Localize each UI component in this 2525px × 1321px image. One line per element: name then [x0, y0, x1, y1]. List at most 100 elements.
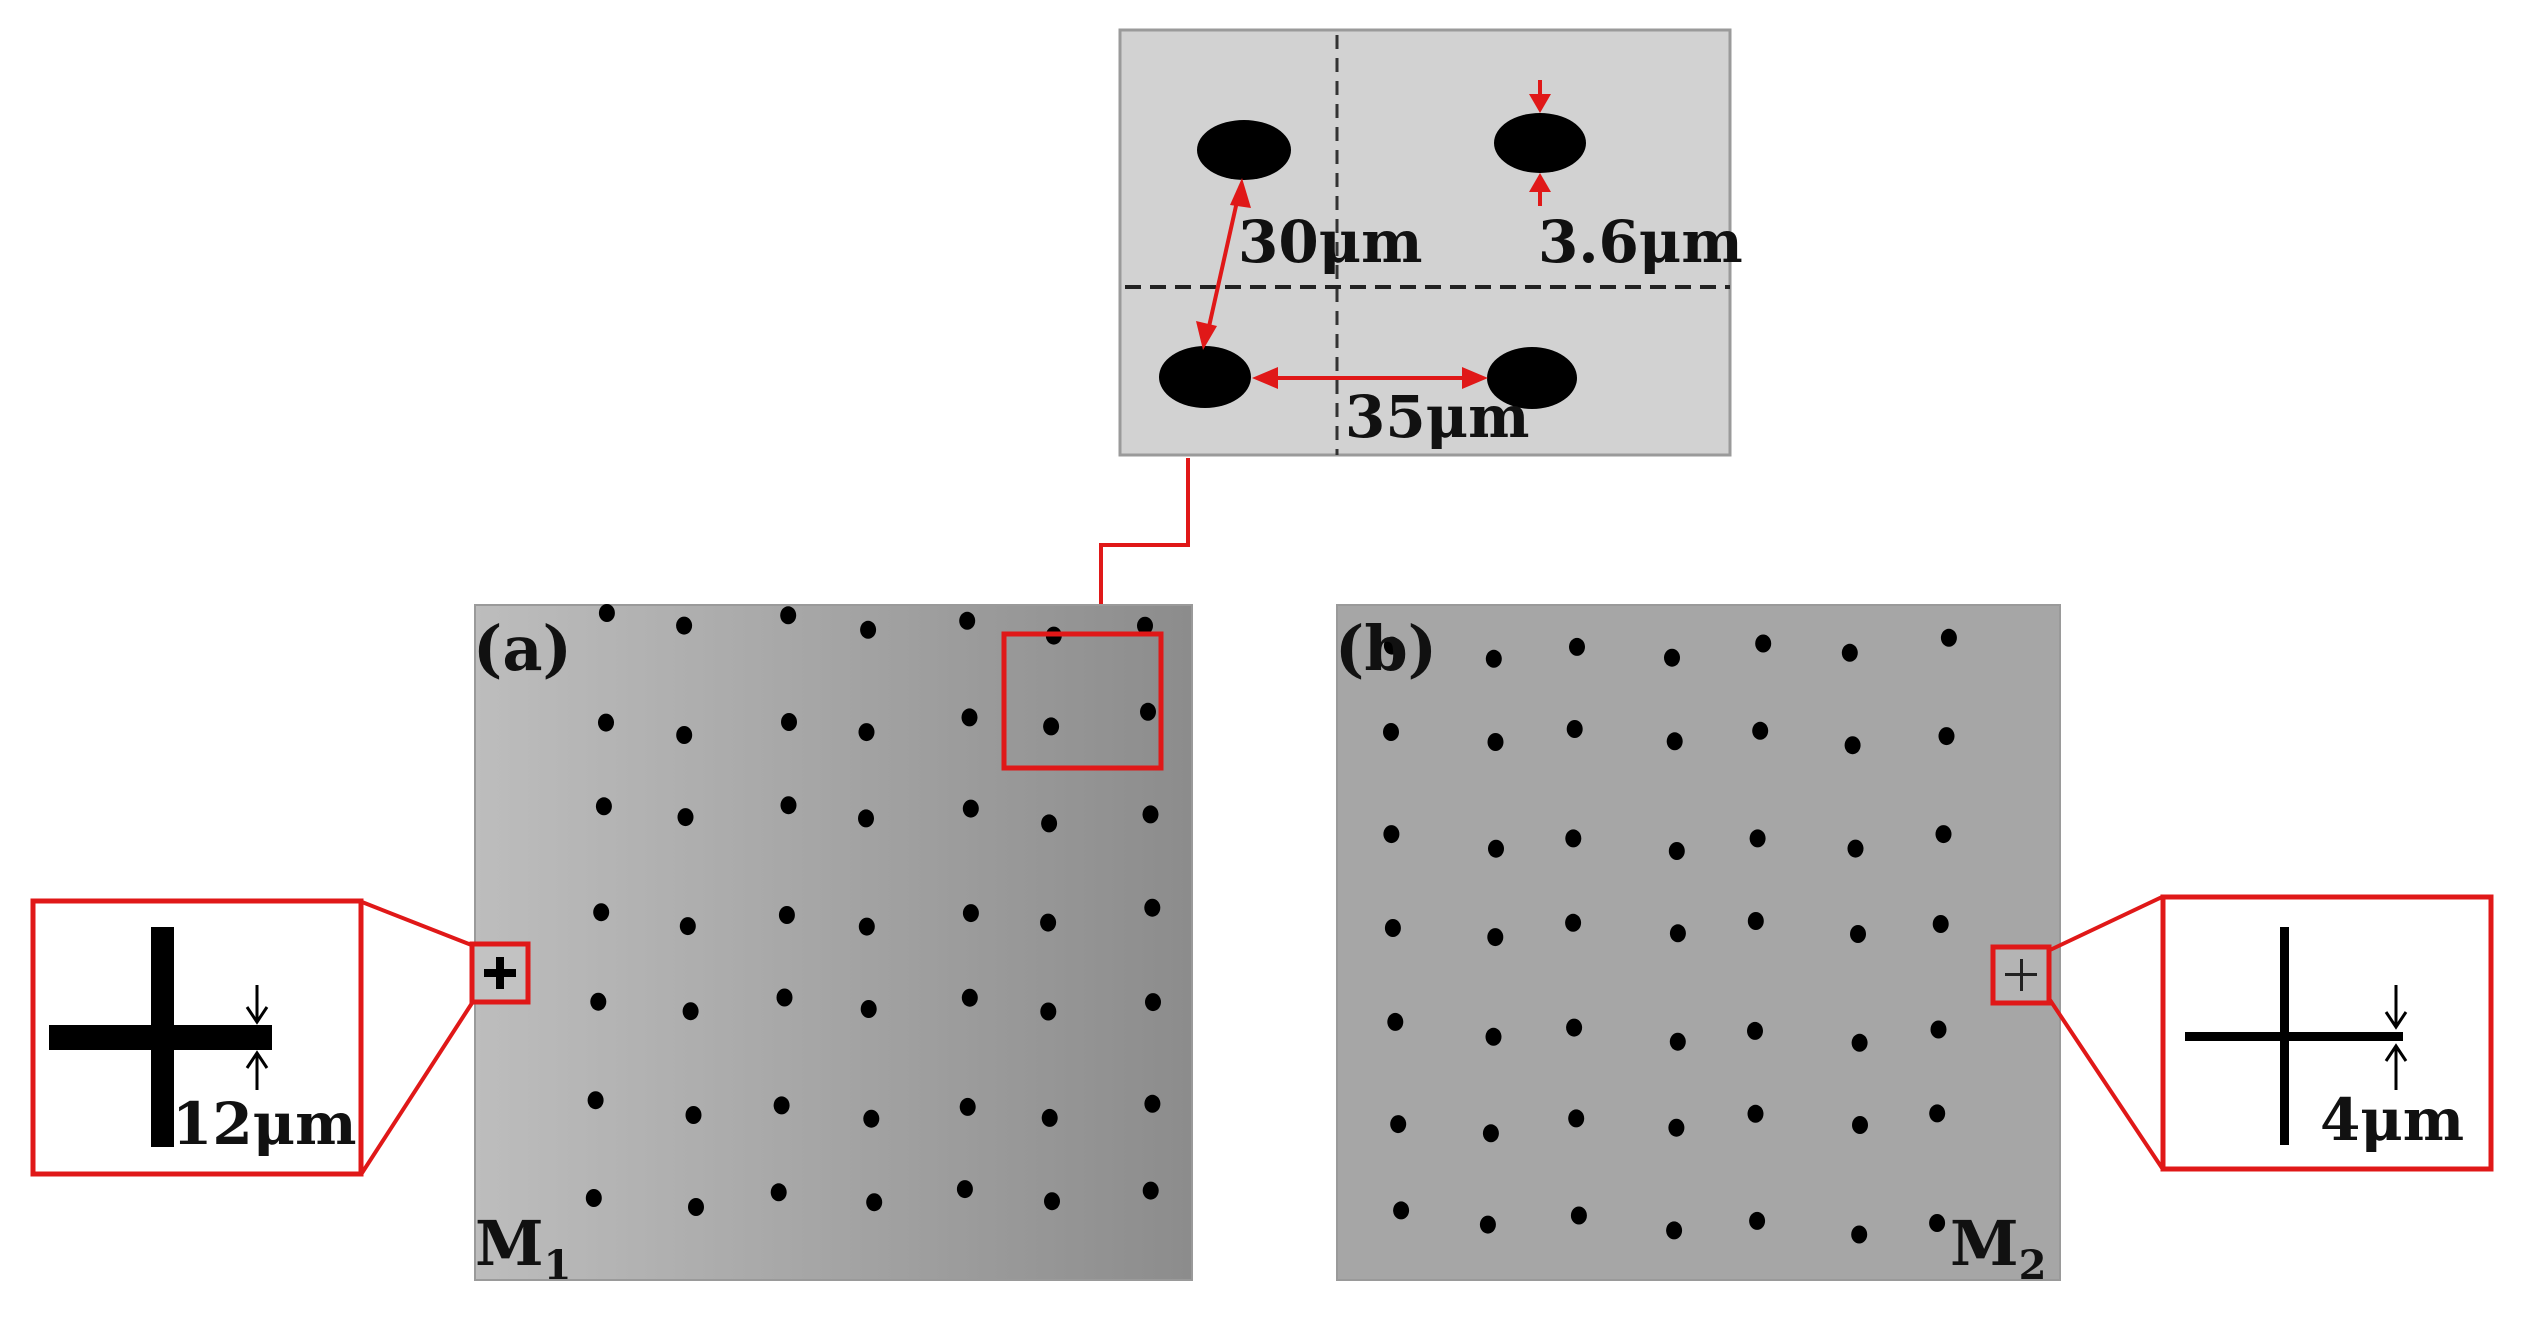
panel-a-dot [961, 708, 978, 727]
panel-b-dot [1749, 1211, 1766, 1230]
panel-b-dot [1935, 825, 1952, 844]
panel-b-dot [1568, 1109, 1585, 1128]
panel-a-dot [1041, 1108, 1058, 1127]
panel-a-dot [858, 917, 875, 936]
panel-b-dot [1847, 839, 1864, 858]
panel-a-dot [1137, 616, 1153, 635]
panel-a-dot [1142, 805, 1159, 824]
panel-b-dot [1393, 1201, 1410, 1220]
panel-a-callout: 12μm [30, 898, 364, 1177]
panel-a-dot [956, 1180, 973, 1199]
zoom-dot-top-left [1197, 120, 1291, 180]
panel-b-dot [1666, 732, 1683, 751]
panel-a-dot [595, 797, 612, 816]
panel-a-mark-sub: 1 [544, 1242, 572, 1289]
panel-b-dot [1938, 727, 1955, 746]
panel-b-callout-connectors [2048, 895, 2164, 1170]
panel-b-dot [1852, 1116, 1868, 1134]
panel-b-dot [1747, 1021, 1763, 1040]
panel-b-dot [1747, 1104, 1764, 1123]
panel-a-dot [1044, 1192, 1060, 1211]
panel-b-dot [1479, 1215, 1496, 1234]
panel-b-dot [1569, 637, 1585, 656]
panel-b-dot [1666, 1221, 1683, 1240]
panel-a-dot [685, 1106, 702, 1124]
panel-a-dot [1145, 993, 1161, 1012]
panel-a-dot [770, 1183, 787, 1202]
panel-a-dot [1144, 1094, 1161, 1113]
panel-b-dot [1669, 924, 1686, 943]
panel-b-dot [1844, 736, 1861, 755]
panel-b-dot [1488, 839, 1504, 858]
panel-b-dot [1668, 1118, 1685, 1137]
panel-a-dot [593, 903, 610, 922]
panel-a-dot [676, 616, 693, 635]
panel-a-dot [781, 713, 797, 731]
panel-a-dot [587, 1091, 604, 1110]
panel-a-dot [959, 1097, 976, 1116]
panel-b-dot [1668, 842, 1685, 860]
zoom-inset: 30μm 35μm 3.6μm [1118, 28, 1743, 457]
panel-a-dot [1040, 913, 1057, 932]
panel-b-cross-small [2005, 959, 2037, 991]
panel-a: (a) M1 [469, 604, 1193, 1289]
panel-b-dot [1929, 1214, 1946, 1232]
cross-wide-icon [49, 927, 272, 1147]
panel-a-dot [1043, 717, 1060, 736]
cross-width-arrows-b [2384, 985, 2408, 1090]
panel-b-dot [1850, 925, 1866, 943]
panel-b-dot [1664, 648, 1680, 667]
panel-a-mark: M1 [475, 1207, 571, 1289]
panel-b-dot [1487, 733, 1504, 751]
panel-a-dot [866, 1193, 883, 1212]
panel-a-dot [598, 713, 614, 732]
panel-b-dot [1932, 915, 1949, 933]
panel-b: (b) M2 [1335, 604, 2061, 1289]
panel-a-dot [959, 611, 976, 630]
panel-a-dot [682, 1002, 699, 1021]
zoom-dot-bottom-right [1487, 347, 1577, 409]
dimension-arrow-35 [1252, 367, 1488, 389]
zoom-dot-bottom-left [1159, 346, 1251, 408]
panel-b-dot-grid [1383, 628, 1957, 1244]
panel-a-mark-main: M [475, 1207, 544, 1280]
panel-b-dot [1387, 1012, 1404, 1031]
dimension-label-35: 35μm [1345, 383, 1530, 451]
panel-b-label: (b) [1335, 612, 1437, 685]
cross-width-arrows-a [245, 985, 269, 1090]
panel-b-mark: M2 [1950, 1207, 2046, 1289]
panel-a-dot [773, 1096, 790, 1115]
panel-b-dot [1929, 1104, 1946, 1123]
panel-b-dot [1566, 1018, 1583, 1037]
panel-b-dot [1940, 628, 1957, 647]
panel-b-dot [1841, 643, 1858, 662]
panel-a-cross-small [484, 957, 516, 989]
panel-a-dot [1041, 814, 1058, 833]
panel-a-label: (a) [473, 612, 572, 685]
cross-thin-icon [2185, 927, 2403, 1145]
panel-b-dot [1383, 825, 1400, 844]
panel-b-dot [1390, 1115, 1407, 1134]
dimension-label-36: 3.6μm [1538, 208, 1743, 276]
panel-b-dot [1482, 1124, 1499, 1143]
panel-a-dot [1040, 1002, 1057, 1021]
panel-a-dot [961, 988, 978, 1007]
panel-a-dot [780, 796, 797, 815]
panel-a-dot [585, 1189, 602, 1207]
dimension-arrow-30 [1196, 178, 1251, 350]
panel-b-dot [1752, 721, 1769, 740]
panel-a-dot [778, 906, 795, 924]
panel-b-dot [1755, 634, 1772, 653]
cross-width-label-a: 12μm [172, 1090, 357, 1158]
panel-b-dot [1384, 919, 1401, 937]
panel-a-dot-grid [585, 604, 1161, 1216]
panel-a-callout-connectors [360, 900, 476, 1175]
panel-a-dot [688, 1198, 704, 1216]
panel-a-dot [1142, 1181, 1159, 1200]
panel-a-dot [962, 799, 979, 818]
panel-b-dot [1565, 829, 1582, 848]
panel-a-frame [474, 604, 1193, 1281]
dimension-label-30: 30μm [1238, 208, 1423, 276]
panel-b-dot [1487, 928, 1504, 947]
